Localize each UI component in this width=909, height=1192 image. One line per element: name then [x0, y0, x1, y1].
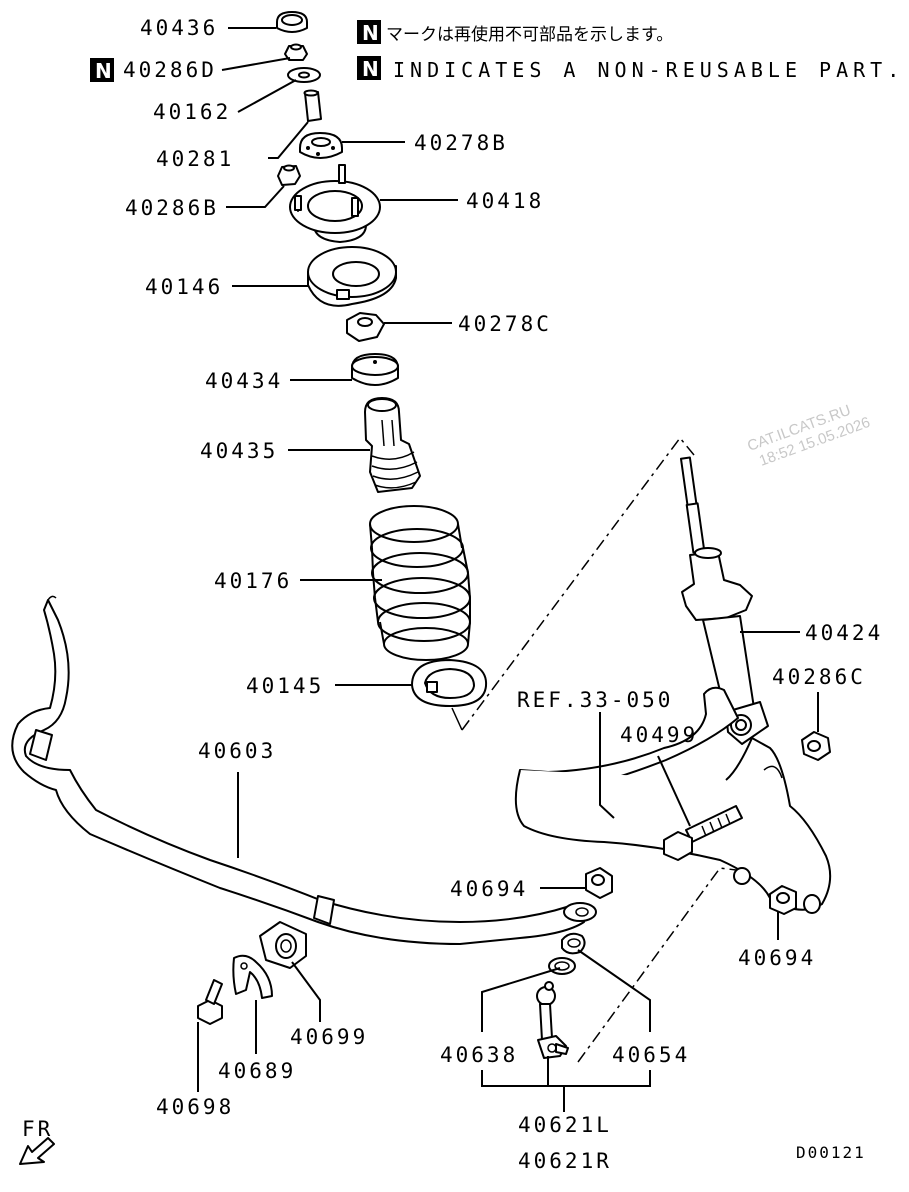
part-40694-nut-right	[769, 885, 797, 915]
part-lower-control-arm	[514, 686, 832, 914]
front-direction-indicator: FR	[19, 1117, 55, 1165]
label-40286D[interactable]: 40286D	[123, 58, 217, 82]
label-40145[interactable]: 40145	[246, 674, 324, 698]
part-40621-stabilizer-link	[536, 981, 569, 1059]
front-label: FR	[22, 1117, 53, 1141]
legend-japanese: N マークは再使用不可部品を示します。	[357, 20, 673, 45]
part-40434-cup	[351, 353, 399, 386]
part-40694-nut-left	[585, 867, 613, 899]
drawing-code: D00121	[796, 1143, 866, 1162]
part-40286C-nut	[801, 731, 831, 761]
label-40694-right[interactable]: 40694	[738, 946, 816, 970]
part-40436-cap	[276, 11, 308, 33]
label-40699[interactable]: 40699	[290, 1025, 368, 1049]
part-40698-bolt	[197, 979, 223, 1025]
part-40162-washer	[287, 67, 321, 83]
legend-english: N INDICATES A NON-REUSABLE PART.	[357, 56, 904, 82]
part-40435-dust-boot	[364, 397, 421, 493]
label-40418[interactable]: 40418	[466, 189, 544, 213]
label-40698[interactable]: 40698	[156, 1095, 234, 1119]
part-40424-shock-absorber	[679, 456, 769, 745]
non-reusable-badge-icon	[357, 56, 381, 80]
label-ref-33-050[interactable]: REF.33-050	[517, 688, 673, 712]
label-40281[interactable]: 40281	[156, 147, 234, 171]
label-40621R[interactable]: 40621R	[518, 1149, 612, 1173]
label-40162[interactable]: 40162	[153, 100, 231, 124]
label-40689[interactable]: 40689	[218, 1059, 296, 1083]
label-40286B[interactable]: 40286B	[125, 196, 219, 220]
part-40286D-nut	[284, 43, 308, 61]
label-40176[interactable]: 40176	[214, 569, 292, 593]
label-40603[interactable]: 40603	[198, 739, 276, 763]
label-40499[interactable]: 40499	[620, 723, 698, 747]
badge-letter: N	[362, 21, 379, 45]
badge-letter: N	[362, 57, 379, 81]
label-40654[interactable]: 40654	[612, 1043, 690, 1067]
part-40278C-bushing	[346, 312, 385, 342]
part-40281-collar	[303, 89, 322, 122]
label-40286C[interactable]: 40286C	[772, 665, 866, 689]
label-40278B[interactable]: 40278B	[414, 131, 508, 155]
non-reusable-badge-icon	[357, 20, 381, 44]
label-40146[interactable]: 40146	[145, 275, 223, 299]
part-40638-bushing	[548, 957, 576, 975]
part-40689-bracket	[232, 954, 273, 999]
label-40278C[interactable]: 40278C	[458, 312, 552, 336]
note-japanese: マークは再使用不可部品を示します。	[386, 24, 673, 45]
label-40638[interactable]: 40638	[440, 1043, 518, 1067]
label-40621L[interactable]: 40621L	[518, 1113, 612, 1137]
part-40654-bushing	[561, 932, 586, 955]
non-reusable-badge-icon	[90, 58, 114, 82]
part-40176-coil-spring	[369, 505, 471, 661]
part-40418-strut-mount	[289, 164, 381, 243]
part-40286B-nut	[277, 164, 301, 186]
label-40436[interactable]: 40436	[140, 16, 218, 40]
badge-letter: N	[95, 59, 112, 83]
label-40434[interactable]: 40434	[205, 369, 283, 393]
label-40694-left[interactable]: 40694	[450, 877, 528, 901]
part-40146-spring-seat	[307, 246, 397, 307]
label-40424[interactable]: 40424	[805, 621, 883, 645]
part-40603-stabilizer-bar	[11, 595, 597, 945]
watermark: CAT.ILCATS.RU 18:52 15.05.2026	[745, 402, 872, 470]
part-40499-bolt	[663, 805, 743, 861]
arrow-down-left-icon	[19, 1137, 55, 1165]
part-40278B-bushing	[299, 132, 343, 159]
label-40435[interactable]: 40435	[200, 439, 278, 463]
part-40699-bushing	[259, 921, 307, 969]
note-english: INDICATES A NON-REUSABLE PART.	[393, 58, 904, 82]
reference-lines	[451, 436, 753, 1063]
part-40145-spring-pad	[411, 659, 488, 707]
